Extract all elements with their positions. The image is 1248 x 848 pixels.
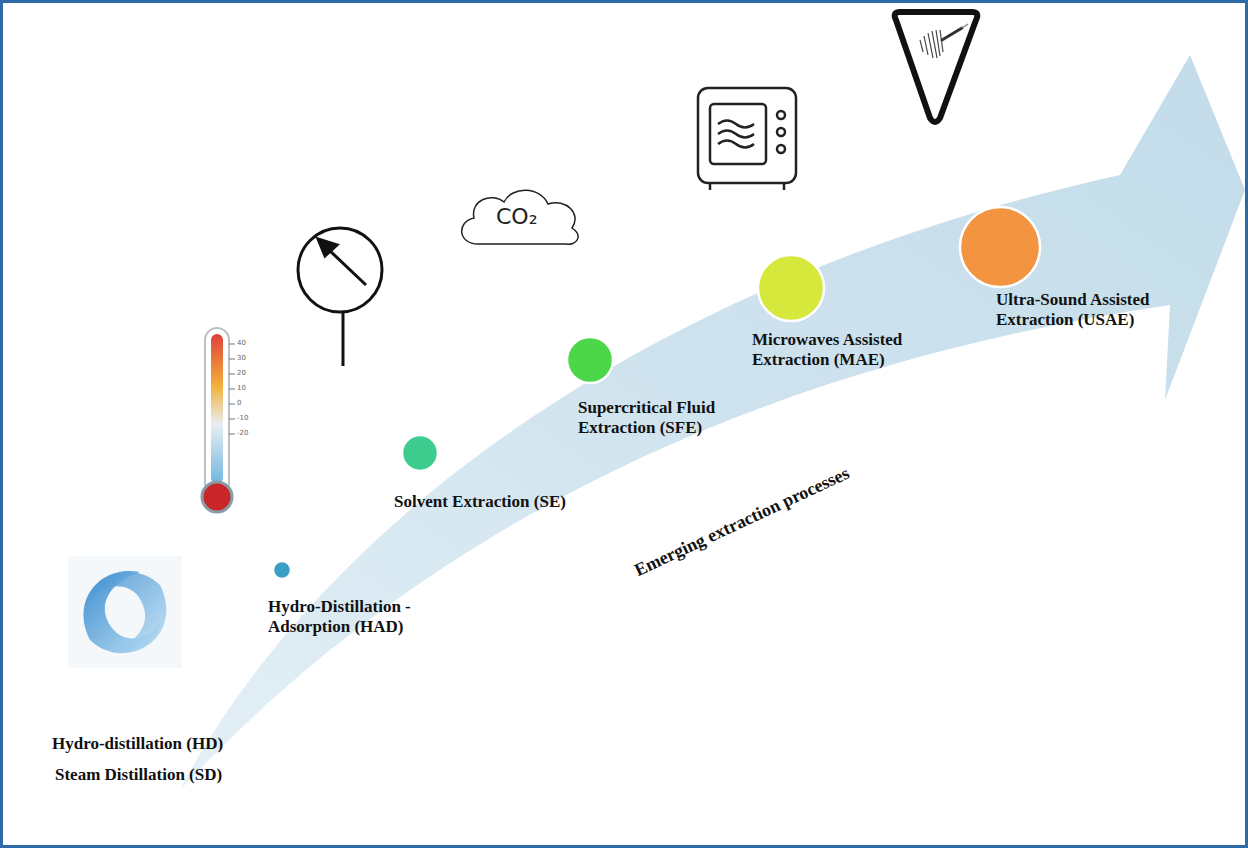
ultrasound-icon <box>895 12 978 122</box>
method-node: Hydro-Distillation - Adsorption (HAD) <box>268 597 468 637</box>
water-icon <box>68 556 182 668</box>
scale-number: 40 <box>237 339 246 347</box>
scale-number: 30 <box>237 354 246 362</box>
method-dot <box>270 558 294 582</box>
method-dot <box>755 252 827 324</box>
scale-number: -20 <box>237 429 248 437</box>
method-label: Ultra-Sound Assisted Extraction (USAE) <box>996 290 1201 330</box>
method-node: Ultra-Sound Assisted Extraction (USAE) <box>996 290 1201 330</box>
method-dot-shape <box>960 207 1040 287</box>
method-node: Microwaves Assisted Extraction (MAE) <box>752 330 952 370</box>
method-dot-shape <box>567 337 613 383</box>
method-label: Solvent Extraction (SE) <box>394 492 574 512</box>
method-dot <box>564 334 616 386</box>
scale-number: 10 <box>237 384 246 392</box>
method-label: Supercritical Fluid Extraction (SFE) <box>578 398 768 438</box>
co2-text: CO₂ <box>496 204 538 229</box>
cloud-icon <box>462 190 578 244</box>
method-node: Solvent Extraction (SE) <box>394 492 574 512</box>
microwave-icon <box>698 88 796 190</box>
method-dot-shape <box>273 561 291 579</box>
method-dot-shape <box>758 255 824 321</box>
scale-number: 20 <box>237 369 246 377</box>
thermometer-icon <box>202 328 235 512</box>
method-label: Microwaves Assisted Extraction (MAE) <box>752 330 952 370</box>
method-dot <box>957 204 1043 290</box>
method-label: Hydro-Distillation - Adsorption (HAD) <box>268 597 468 637</box>
method-label: Hydro-distillation (HD) <box>52 734 223 754</box>
pressure-gauge-icon <box>298 228 382 366</box>
scale-number: 0 <box>237 399 241 407</box>
scale-number: -10 <box>237 414 248 422</box>
progress-arrow <box>180 55 1245 790</box>
method-node: Supercritical Fluid Extraction (SFE) <box>578 398 768 438</box>
method-dot <box>399 432 441 474</box>
method-dot-shape <box>402 435 438 471</box>
method-label: Steam Distillation (SD) <box>55 765 222 785</box>
axis-label: Emerging extraction processes <box>631 463 853 581</box>
